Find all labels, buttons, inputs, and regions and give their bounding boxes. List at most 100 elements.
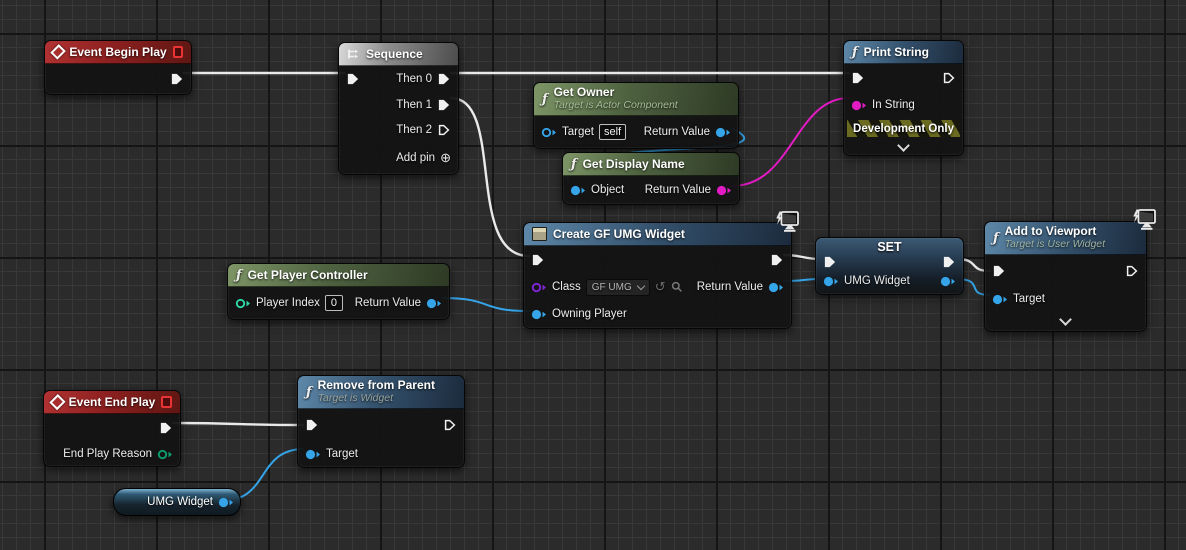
widget-icon — [532, 227, 547, 241]
node-get-display-name[interactable]: ƒ Get Display Name Object Return Value — [562, 152, 740, 205]
end-play-reason-label: End Play Reason — [63, 448, 152, 460]
wire-endplay-removefromparent[interactable] — [171, 421, 305, 427]
browse-search-icon[interactable] — [671, 281, 683, 293]
node-remove-from-parent[interactable]: ƒ Remove from Parent Target is Widget Ta… — [297, 375, 465, 468]
node-add-to-viewport[interactable]: ƒ Add to Viewport Target is User Widget … — [984, 209, 1156, 332]
event-box-icon — [161, 396, 172, 408]
return-value-pin[interactable] — [715, 127, 731, 138]
variable-label: UMG Widget — [147, 496, 213, 508]
then1-label: Then 1 — [396, 98, 432, 111]
umg-widget-out-pin[interactable] — [940, 276, 956, 287]
exec-out-pin[interactable] — [443, 418, 457, 432]
umg-widget-in-pin[interactable] — [823, 276, 839, 287]
exec-in-pin[interactable] — [823, 255, 837, 269]
target-pin[interactable] — [541, 127, 557, 138]
collapse-chevron-icon[interactable] — [1059, 312, 1072, 326]
class-pin[interactable] — [531, 282, 547, 293]
return-value-label: Return Value — [644, 184, 711, 196]
exec-in-pin[interactable] — [305, 418, 319, 432]
in-string-pin[interactable] — [851, 100, 867, 111]
exec-out-pin[interactable] — [159, 421, 173, 435]
function-icon: ƒ — [993, 230, 999, 246]
owning-player-pin[interactable] — [531, 309, 547, 320]
add-pin-label[interactable]: Add pin — [396, 152, 436, 164]
node-header[interactable]: ƒ Get Player Controller — [228, 264, 449, 287]
node-header[interactable]: ƒ Add to Viewport Target is User Widget — [985, 222, 1146, 255]
wire-then1-createwidget[interactable] — [449, 96, 531, 258]
node-header[interactable]: ƒ Get Owner Target is Actor Component — [534, 83, 738, 116]
player-index-pin[interactable] — [235, 298, 251, 309]
node-event-end-play[interactable]: Event End Play End Play Reason — [43, 390, 181, 467]
object-pin[interactable] — [570, 185, 586, 196]
return-value-label: Return Value — [643, 126, 710, 138]
wire-displayname-instring[interactable] — [731, 97, 850, 187]
class-label: Class — [552, 281, 581, 293]
node-umg-widget-getter[interactable]: UMG Widget — [113, 488, 241, 516]
exec-in-pin[interactable] — [851, 71, 865, 85]
node-title: Get Display Name — [582, 157, 685, 171]
function-icon: ƒ — [542, 91, 548, 107]
in-string-label: In String — [872, 99, 915, 111]
development-only-band: Development Only — [847, 120, 960, 137]
node-get-player-controller[interactable]: ƒ Get Player Controller Player Index 0 R… — [227, 263, 450, 320]
add-pin-icon[interactable]: ⊕ — [440, 150, 451, 165]
device-monitor-icon — [773, 208, 800, 235]
node-print-string[interactable]: ƒ Print String In String Development Onl… — [843, 40, 964, 156]
node-subtitle: Target is Actor Component — [553, 99, 678, 111]
end-play-reason-pin[interactable] — [157, 449, 173, 460]
return-value-pin[interactable] — [426, 298, 442, 309]
exec-out-pin[interactable] — [942, 71, 956, 85]
function-icon: ƒ — [852, 44, 858, 60]
node-title: Print String — [863, 45, 929, 59]
then2-exec-pin[interactable] — [437, 123, 451, 137]
node-header[interactable]: Event End Play — [44, 391, 180, 414]
node-header[interactable]: Create GF UMG Widget — [524, 223, 791, 246]
node-header[interactable]: Sequence — [339, 43, 458, 66]
return-value-pin[interactable] — [768, 282, 784, 293]
target-label: Target — [562, 126, 594, 138]
self-value-box[interactable]: self — [598, 124, 627, 140]
player-index-value-box[interactable]: 0 — [324, 295, 343, 311]
exec-out-pin[interactable] — [170, 72, 184, 86]
exec-in-pin[interactable] — [346, 72, 360, 86]
node-title: Sequence — [366, 47, 423, 61]
node-get-owner[interactable]: ƒ Get Owner Target is Actor Component Ta… — [533, 82, 739, 149]
node-title: Event End Play — [68, 395, 156, 409]
node-title: Get Owner — [553, 85, 615, 99]
class-dropdown[interactable]: GF UMG — [585, 278, 650, 296]
event-diamond-icon — [50, 44, 67, 60]
umg-widget-out-pin[interactable] — [218, 497, 234, 508]
target-pin[interactable] — [992, 294, 1008, 305]
target-pin[interactable] — [305, 449, 321, 460]
exec-in-pin[interactable] — [992, 264, 1006, 278]
collapse-chevron-icon[interactable] — [897, 138, 910, 152]
owning-player-label: Owning Player — [552, 308, 627, 320]
node-title: Remove from Parent — [317, 378, 435, 392]
node-header[interactable]: Event Begin Play — [45, 41, 191, 64]
exec-out-pin[interactable] — [942, 255, 956, 269]
node-title: Add to Viewport — [1004, 224, 1097, 238]
target-label: Target — [1013, 293, 1045, 305]
exec-out-pin[interactable] — [1125, 264, 1139, 278]
then0-exec-pin[interactable] — [437, 72, 451, 86]
exec-in-pin[interactable] — [531, 253, 545, 267]
dropdown-chevron-icon — [636, 281, 646, 290]
sequence-icon — [348, 49, 358, 59]
node-header[interactable]: ƒ Remove from Parent Target is Widget — [298, 376, 464, 409]
event-box-icon — [172, 46, 183, 58]
node-sequence[interactable]: Sequence Then 0 Then 1 Then 2 Add pin ⊕ — [338, 42, 459, 175]
node-set-umg-widget[interactable]: SET UMG Widget — [815, 237, 964, 295]
then0-label: Then 0 — [396, 73, 432, 85]
return-value-label: Return Value — [354, 297, 421, 309]
node-event-begin-play[interactable]: Event Begin Play — [44, 40, 192, 95]
wire-playercontroller-owningplayer[interactable] — [441, 297, 530, 312]
return-value-pin[interactable] — [716, 185, 732, 196]
then1-exec-pin[interactable] — [437, 98, 451, 112]
node-header[interactable]: ƒ Get Display Name — [563, 153, 739, 176]
exec-out-pin[interactable] — [770, 253, 784, 267]
reset-icon[interactable]: ↺ — [654, 279, 666, 294]
node-header[interactable]: ƒ Print String — [844, 41, 963, 64]
node-subtitle: Target is Widget — [317, 392, 393, 404]
node-create-gf-umg-widget[interactable]: Create GF UMG Widget Class GF UMG ↺ Retu… — [523, 211, 799, 329]
